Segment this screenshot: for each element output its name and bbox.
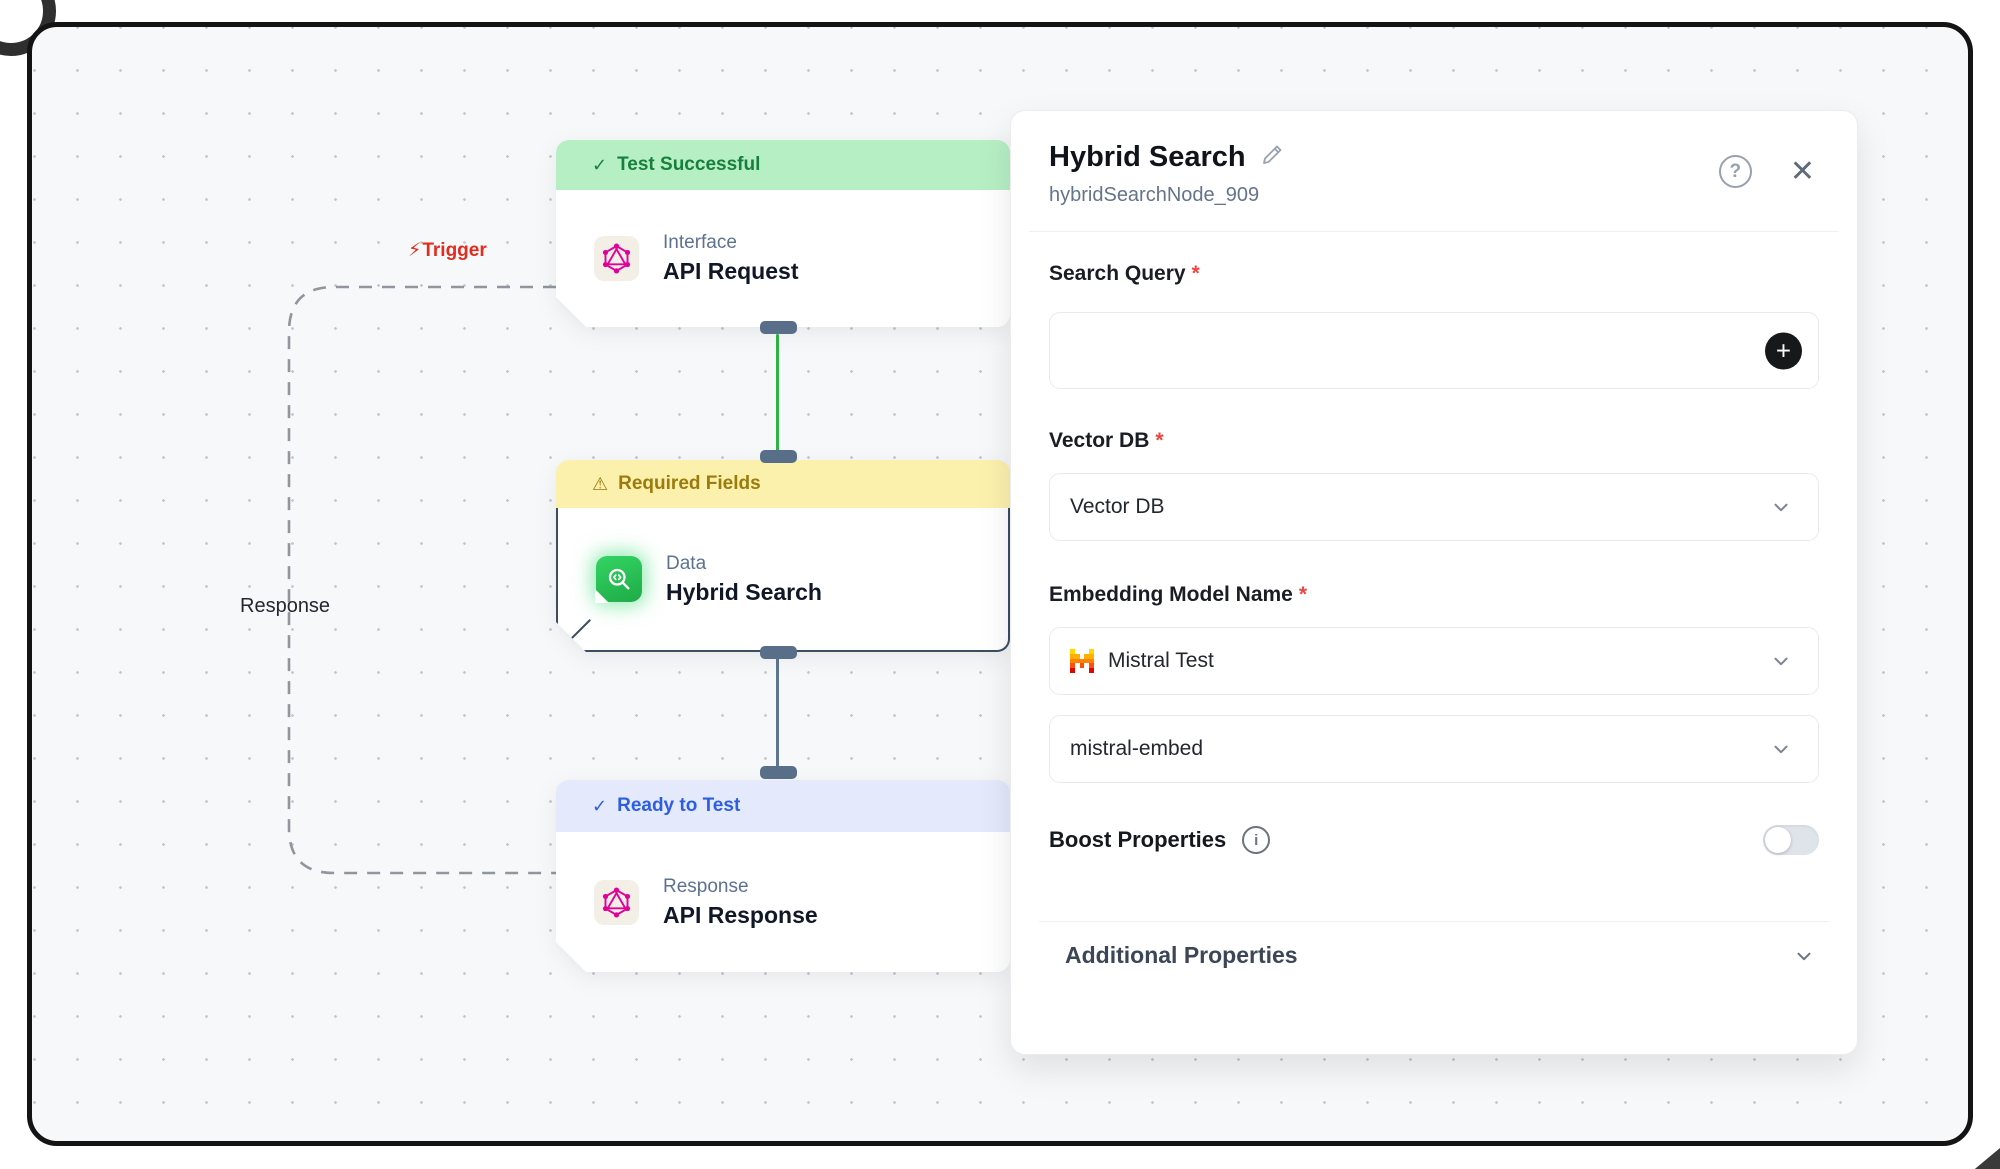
node-status-badge: ✓ Ready to Test	[556, 780, 1010, 832]
node-config-panel: Hybrid Search hybridSearchNode_909 ? ✕	[1010, 110, 1858, 1055]
panel-divider	[1029, 231, 1839, 232]
node-api-request[interactable]: ✓ Test Successful	[556, 140, 1010, 327]
edge-search-to-response	[776, 658, 779, 770]
search-code-icon	[596, 556, 642, 602]
node-status-badge: ⚠ Required Fields	[556, 460, 1010, 508]
mouse-cursor	[1970, 1143, 2000, 1169]
workflow-window: ⚡Trigger Response ✓ Test Successful	[27, 22, 1973, 1146]
panel-divider	[1039, 921, 1829, 922]
graphql-icon	[594, 236, 639, 281]
embedding-model-value: mistral-embed	[1070, 737, 1204, 760]
panel-title: Hybrid Search	[1049, 141, 1246, 173]
vector-db-value: Vector DB	[1070, 495, 1165, 518]
required-marker: *	[1191, 262, 1200, 285]
embedding-provider-select[interactable]: Mistral Test	[1049, 627, 1819, 695]
additional-properties-label: Additional Properties	[1065, 942, 1298, 968]
required-marker: *	[1155, 429, 1164, 452]
chevron-down-icon	[1770, 738, 1792, 760]
node-hybrid-search[interactable]: ⚠ Required Fields Data Hybrid	[556, 460, 1010, 652]
check-icon: ✓	[592, 795, 608, 816]
node-category: Response	[663, 875, 749, 897]
node-status-label: Required Fields	[618, 473, 761, 494]
graphql-icon	[594, 880, 639, 925]
node-status-label: Test Successful	[617, 154, 761, 175]
node-api-response[interactable]: ✓ Ready to Test	[556, 780, 1010, 972]
required-marker: *	[1298, 583, 1308, 606]
chevron-down-icon	[1770, 650, 1792, 672]
help-icon[interactable]: ?	[1718, 155, 1752, 188]
embedding-provider-value: Mistral Test	[1108, 649, 1214, 672]
check-icon: ✓	[592, 154, 608, 175]
node-title: API Request	[663, 258, 799, 284]
connector-handle[interactable]	[760, 321, 797, 334]
response-edge-label: Response	[240, 595, 331, 617]
embedding-model-select[interactable]: mistral-embed	[1049, 715, 1819, 783]
boost-properties-toggle[interactable]	[1763, 825, 1819, 855]
trigger-edge-label: ⚡Trigger	[408, 240, 487, 261]
connector-handle[interactable]	[760, 766, 797, 779]
embedding-model-label: Embedding Model Name*	[1049, 583, 1308, 606]
search-query-input[interactable]	[1050, 313, 1818, 388]
close-icon[interactable]: ✕	[1789, 154, 1815, 188]
node-category: Interface	[663, 232, 737, 253]
warning-icon: ⚠	[592, 473, 609, 494]
node-title: API Response	[663, 901, 818, 928]
chevron-down-icon	[1770, 496, 1792, 518]
toggle-knob	[1765, 827, 1791, 853]
node-id-label: hybridSearchNode_909	[1049, 184, 1260, 206]
search-query-box: +	[1049, 312, 1819, 389]
edit-title-pencil-icon[interactable]	[1260, 143, 1284, 172]
vector-db-select[interactable]: Vector DB	[1049, 473, 1819, 541]
info-icon[interactable]: i	[1242, 826, 1271, 854]
add-variable-button[interactable]: +	[1765, 332, 1802, 369]
workflow-canvas[interactable]: ⚡Trigger Response ✓ Test Successful	[32, 27, 1968, 1141]
mistral-logo-icon	[1070, 649, 1094, 673]
connector-handle[interactable]	[760, 646, 797, 659]
chevron-down-icon	[1793, 945, 1815, 967]
node-category: Data	[666, 552, 707, 574]
node-status-badge: ✓ Test Successful	[556, 140, 1010, 190]
lightning-icon: ⚡	[408, 240, 422, 261]
node-status-label: Ready to Test	[617, 795, 741, 816]
vector-db-label: Vector DB*	[1049, 429, 1164, 452]
boost-properties-label: Boost Properties	[1049, 827, 1227, 852]
edge-request-to-search	[776, 334, 779, 454]
search-query-label: Search Query*	[1049, 262, 1200, 285]
additional-properties-section[interactable]: Additional Properties	[1049, 942, 1819, 969]
connector-handle[interactable]	[760, 450, 797, 463]
node-title: Hybrid Search	[666, 578, 822, 605]
